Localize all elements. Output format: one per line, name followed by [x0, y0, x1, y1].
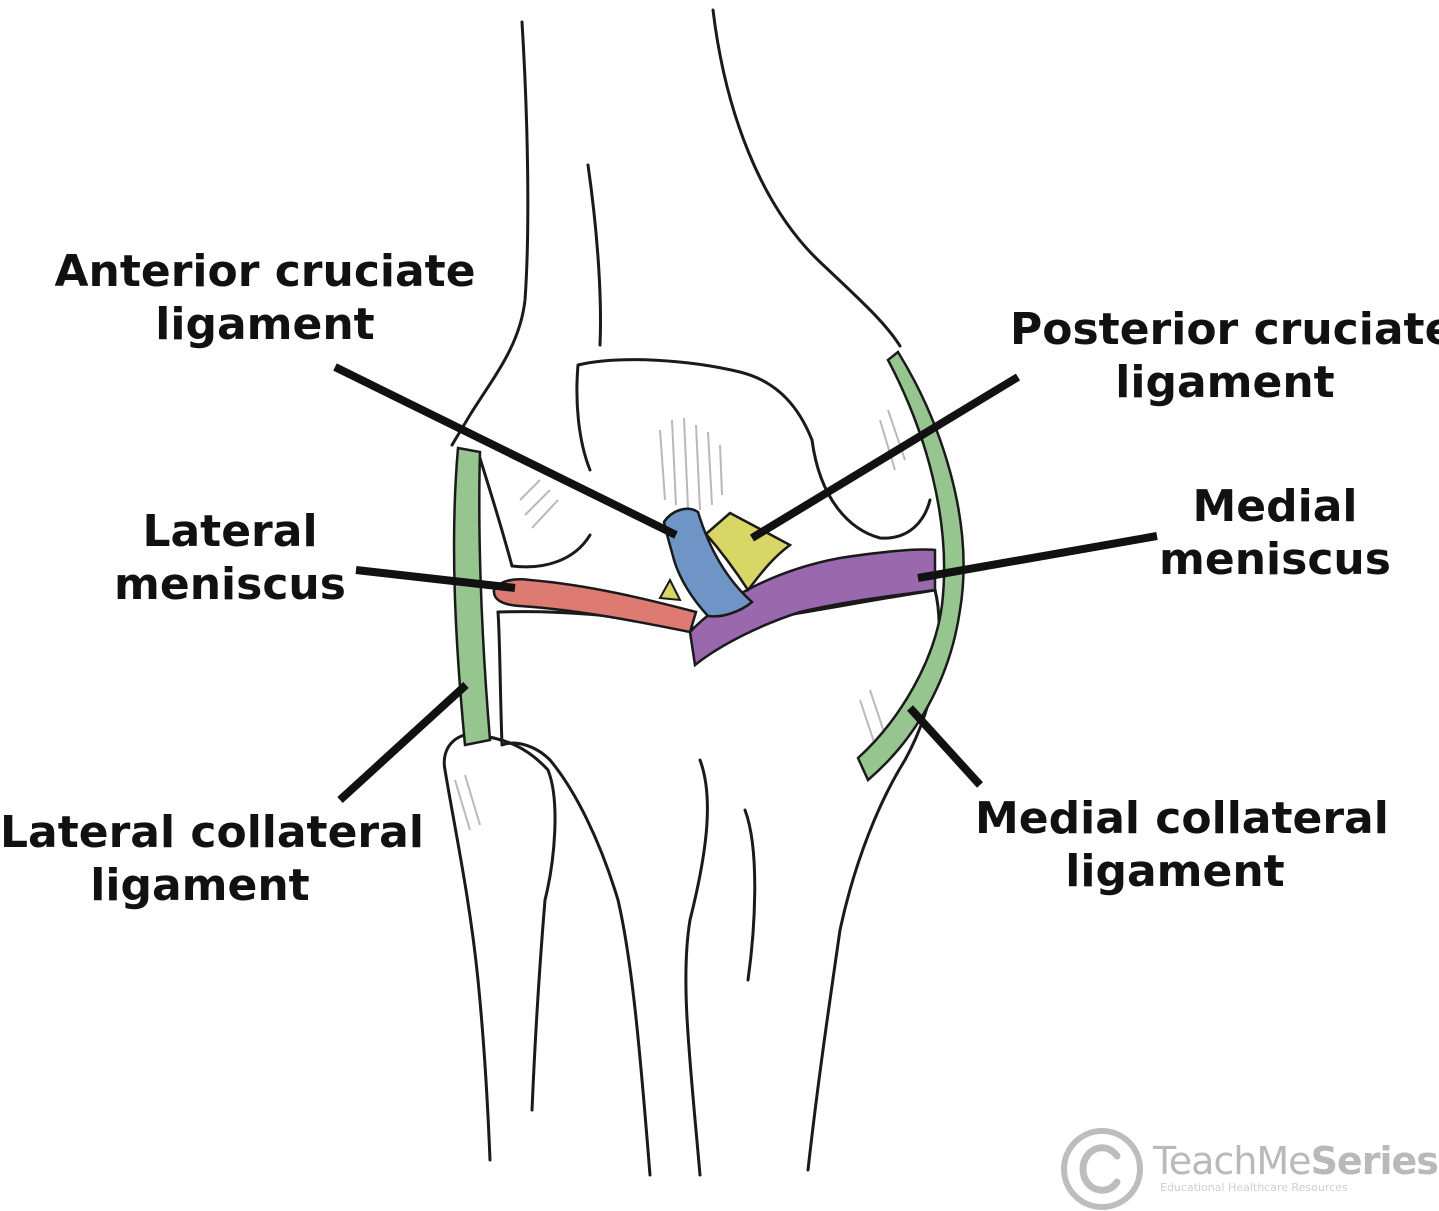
acl-label-line1: Anterior cruciate [40, 245, 490, 298]
acl-label-line2: ligament [40, 298, 490, 351]
fibula-shaft-medial [532, 900, 545, 1110]
mcl-label-line2: ligament [975, 845, 1375, 898]
tibia-lateral-edge [498, 612, 550, 760]
femur-inner-line [588, 165, 601, 345]
acl-label: Anterior cruciate ligament [40, 245, 490, 351]
medial-meniscus-label-line2: meniscus [1150, 533, 1400, 586]
teachme-watermark: TeachMeSeries Educational Healthcare Res… [1058, 1125, 1439, 1200]
lcl-label-line1: Lateral collateral [0, 806, 400, 859]
acl-leader-line [335, 367, 676, 535]
mcl-label-line1: Medial collateral [975, 792, 1375, 845]
tibia-crest [745, 810, 755, 980]
watermark-brand-bold: Series [1311, 1139, 1438, 1183]
tibial-tuberosity [686, 760, 708, 1175]
watermark-brand: TeachMeSeries [1153, 1139, 1438, 1183]
fibula-shaft [445, 770, 490, 1160]
femur-outline [452, 22, 528, 445]
lcl-label: Lateral collateral ligament [0, 806, 400, 912]
watermark-tagline: Educational Healthcare Resources [1160, 1181, 1348, 1194]
medial-meniscus-label: Medial meniscus [1150, 480, 1400, 586]
lateral-meniscus-label-line1: Lateral [100, 505, 360, 558]
pcl-label: Posterior cruciate ligament [1010, 303, 1439, 409]
pcl-leader-line [752, 377, 1018, 538]
pcl-label-line1: Posterior cruciate [1010, 303, 1439, 356]
lateral-condyle-lower [512, 535, 590, 567]
lcl-label-line2: ligament [0, 859, 400, 912]
fibula-head [444, 734, 555, 900]
pcl-lower [660, 580, 680, 600]
lateral-collateral-ligament [454, 448, 490, 745]
pcl-label-line2: ligament [1010, 356, 1439, 409]
lateral-meniscus-label: Lateral meniscus [100, 505, 360, 611]
lateral-meniscus-leader-line [356, 570, 515, 588]
mcl-label: Medial collateral ligament [975, 792, 1375, 898]
watermark-brand-light: TeachMe [1153, 1139, 1311, 1183]
intercondylar-notch [577, 360, 812, 470]
mcl-leader-line [910, 708, 980, 785]
lateral-meniscus-label-line2: meniscus [100, 558, 360, 611]
copyright-icon [1060, 1127, 1144, 1211]
medial-meniscus-label-line1: Medial [1150, 480, 1400, 533]
lateral-condyle [478, 452, 512, 566]
tibia-lateral-shaft [550, 760, 650, 1175]
femur-outline-medial [713, 10, 900, 346]
